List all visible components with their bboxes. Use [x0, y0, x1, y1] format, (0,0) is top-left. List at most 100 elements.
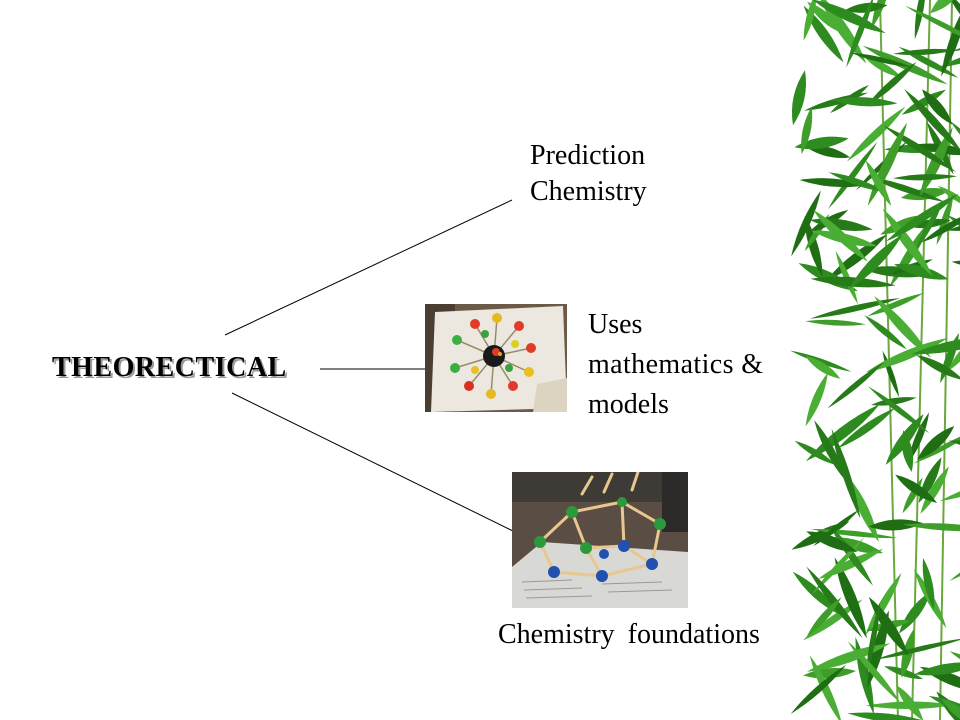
bamboo-leaf — [885, 193, 959, 242]
bamboo-leaf — [864, 56, 902, 78]
bamboo-leaf — [916, 354, 960, 381]
bamboo-leaf — [865, 602, 881, 677]
bamboo-leaf — [865, 572, 902, 636]
connector-foundations — [231, 392, 514, 532]
bamboo-leaf — [799, 178, 867, 188]
molecular-cage-model-photo — [512, 472, 688, 608]
bamboo-leaf — [864, 315, 907, 350]
bamboo-leaf — [948, 338, 960, 371]
branch-uses-line-1: Uses — [588, 309, 643, 340]
bamboo-leaf — [805, 319, 866, 326]
bamboo-leaf — [794, 440, 836, 465]
connector-prediction — [224, 199, 513, 336]
bamboo-leaf — [951, 259, 960, 272]
bamboo-leaf — [831, 428, 861, 519]
bamboo-leaf — [893, 48, 956, 56]
branch-foundations-label: Chemistry foundations — [498, 619, 760, 650]
bamboo-leaf — [806, 643, 891, 672]
bamboo-leaf — [814, 420, 847, 482]
bamboo-leaf — [930, 0, 960, 14]
bamboo-leaf — [846, 106, 906, 162]
bamboo-leaf — [885, 413, 924, 465]
bamboo-leaf — [831, 97, 898, 107]
bamboo-leaf — [867, 293, 924, 317]
bamboo-leaf — [892, 174, 958, 181]
bamboo-leaf — [941, 2, 960, 77]
branch-prediction-line-2: Chemistry — [530, 176, 647, 207]
bamboo-leaf — [829, 524, 873, 586]
bamboo-leaf — [803, 0, 817, 41]
branch-prediction-line-1: Prediction — [530, 140, 646, 171]
bamboo-leaf — [941, 698, 960, 720]
bamboo-leaf — [917, 426, 955, 460]
bamboo-leaf — [806, 531, 858, 553]
bamboo-leaf — [805, 356, 841, 379]
bamboo-leaf — [804, 215, 823, 278]
bamboo-leaf — [806, 597, 842, 637]
bamboo-leaf — [803, 5, 844, 63]
bamboo-leaf — [920, 466, 949, 514]
bamboo-leaf — [844, 2, 888, 13]
bamboo-leaf — [946, 0, 960, 37]
bamboo-leaves-border — [790, 0, 960, 720]
bamboo-leaf — [922, 89, 953, 125]
bamboo-leaf — [901, 89, 947, 115]
bamboo-leaf — [899, 591, 931, 634]
bamboo-leaf — [803, 599, 863, 641]
bamboo-leaf — [921, 211, 960, 243]
bamboo-leaf — [794, 136, 849, 150]
bamboo-leaf — [792, 571, 840, 615]
bamboo-leaf — [865, 160, 892, 207]
bamboo-leaf — [882, 208, 933, 277]
bamboo-leaf — [847, 641, 901, 703]
bamboo-leaf — [790, 350, 852, 372]
bamboo-leaf — [812, 537, 864, 595]
bamboo-leaf — [895, 474, 938, 504]
bamboo-leaf — [914, 0, 926, 40]
bamboo-leaf — [904, 5, 960, 46]
bamboo-leaf — [807, 1, 845, 35]
bamboo-leaf — [866, 176, 946, 203]
bamboo-leaf — [913, 430, 960, 464]
bamboo-leaf — [870, 397, 917, 406]
bamboo-leaf — [806, 566, 863, 638]
bamboo-leaf — [950, 121, 960, 156]
bamboo-leaf — [837, 407, 895, 449]
branch-uses-line-2: mathematics & — [588, 349, 764, 380]
bamboo-leaf — [937, 185, 960, 209]
bamboo-leaf — [896, 685, 924, 720]
bamboo-leaf — [828, 141, 878, 210]
bamboo-leaf — [809, 298, 901, 319]
bamboo-leaf — [914, 662, 960, 676]
bamboo-leaf — [848, 234, 903, 289]
bamboo-leaf — [871, 0, 891, 29]
bamboo-leaf — [813, 209, 868, 262]
branch-prediction-label: Prediction Chemistry — [530, 138, 647, 210]
bamboo-leaf — [834, 557, 867, 639]
bamboo-leaf — [827, 361, 885, 409]
bamboo-leaf — [801, 106, 813, 155]
molecular-wheel-model-photo — [425, 304, 567, 412]
bamboo-leaf — [867, 386, 930, 434]
bamboo-leaf — [846, 0, 875, 68]
bamboo-leaf — [812, 0, 886, 34]
bamboo-leaf — [908, 412, 930, 463]
branch-uses-label: Uses mathematics & models — [588, 305, 763, 425]
bamboo-leaf — [865, 337, 948, 373]
bamboo-leaf — [805, 372, 828, 427]
bamboo-leaf — [874, 296, 932, 358]
bamboo-leaf — [868, 519, 924, 531]
bamboo-leaf — [866, 62, 917, 106]
bamboo-leaf — [850, 52, 912, 67]
bamboo-leaf — [949, 532, 960, 581]
bamboo-leaf — [902, 523, 960, 532]
bamboo-leaf — [791, 70, 807, 126]
bamboo-leaf — [922, 558, 935, 610]
bamboo-leaf — [813, 509, 860, 547]
bamboo-leaf — [911, 336, 960, 355]
bamboo-leaf — [828, 172, 886, 193]
bamboo-leaf — [874, 638, 960, 660]
bamboo-leaf — [809, 655, 843, 720]
